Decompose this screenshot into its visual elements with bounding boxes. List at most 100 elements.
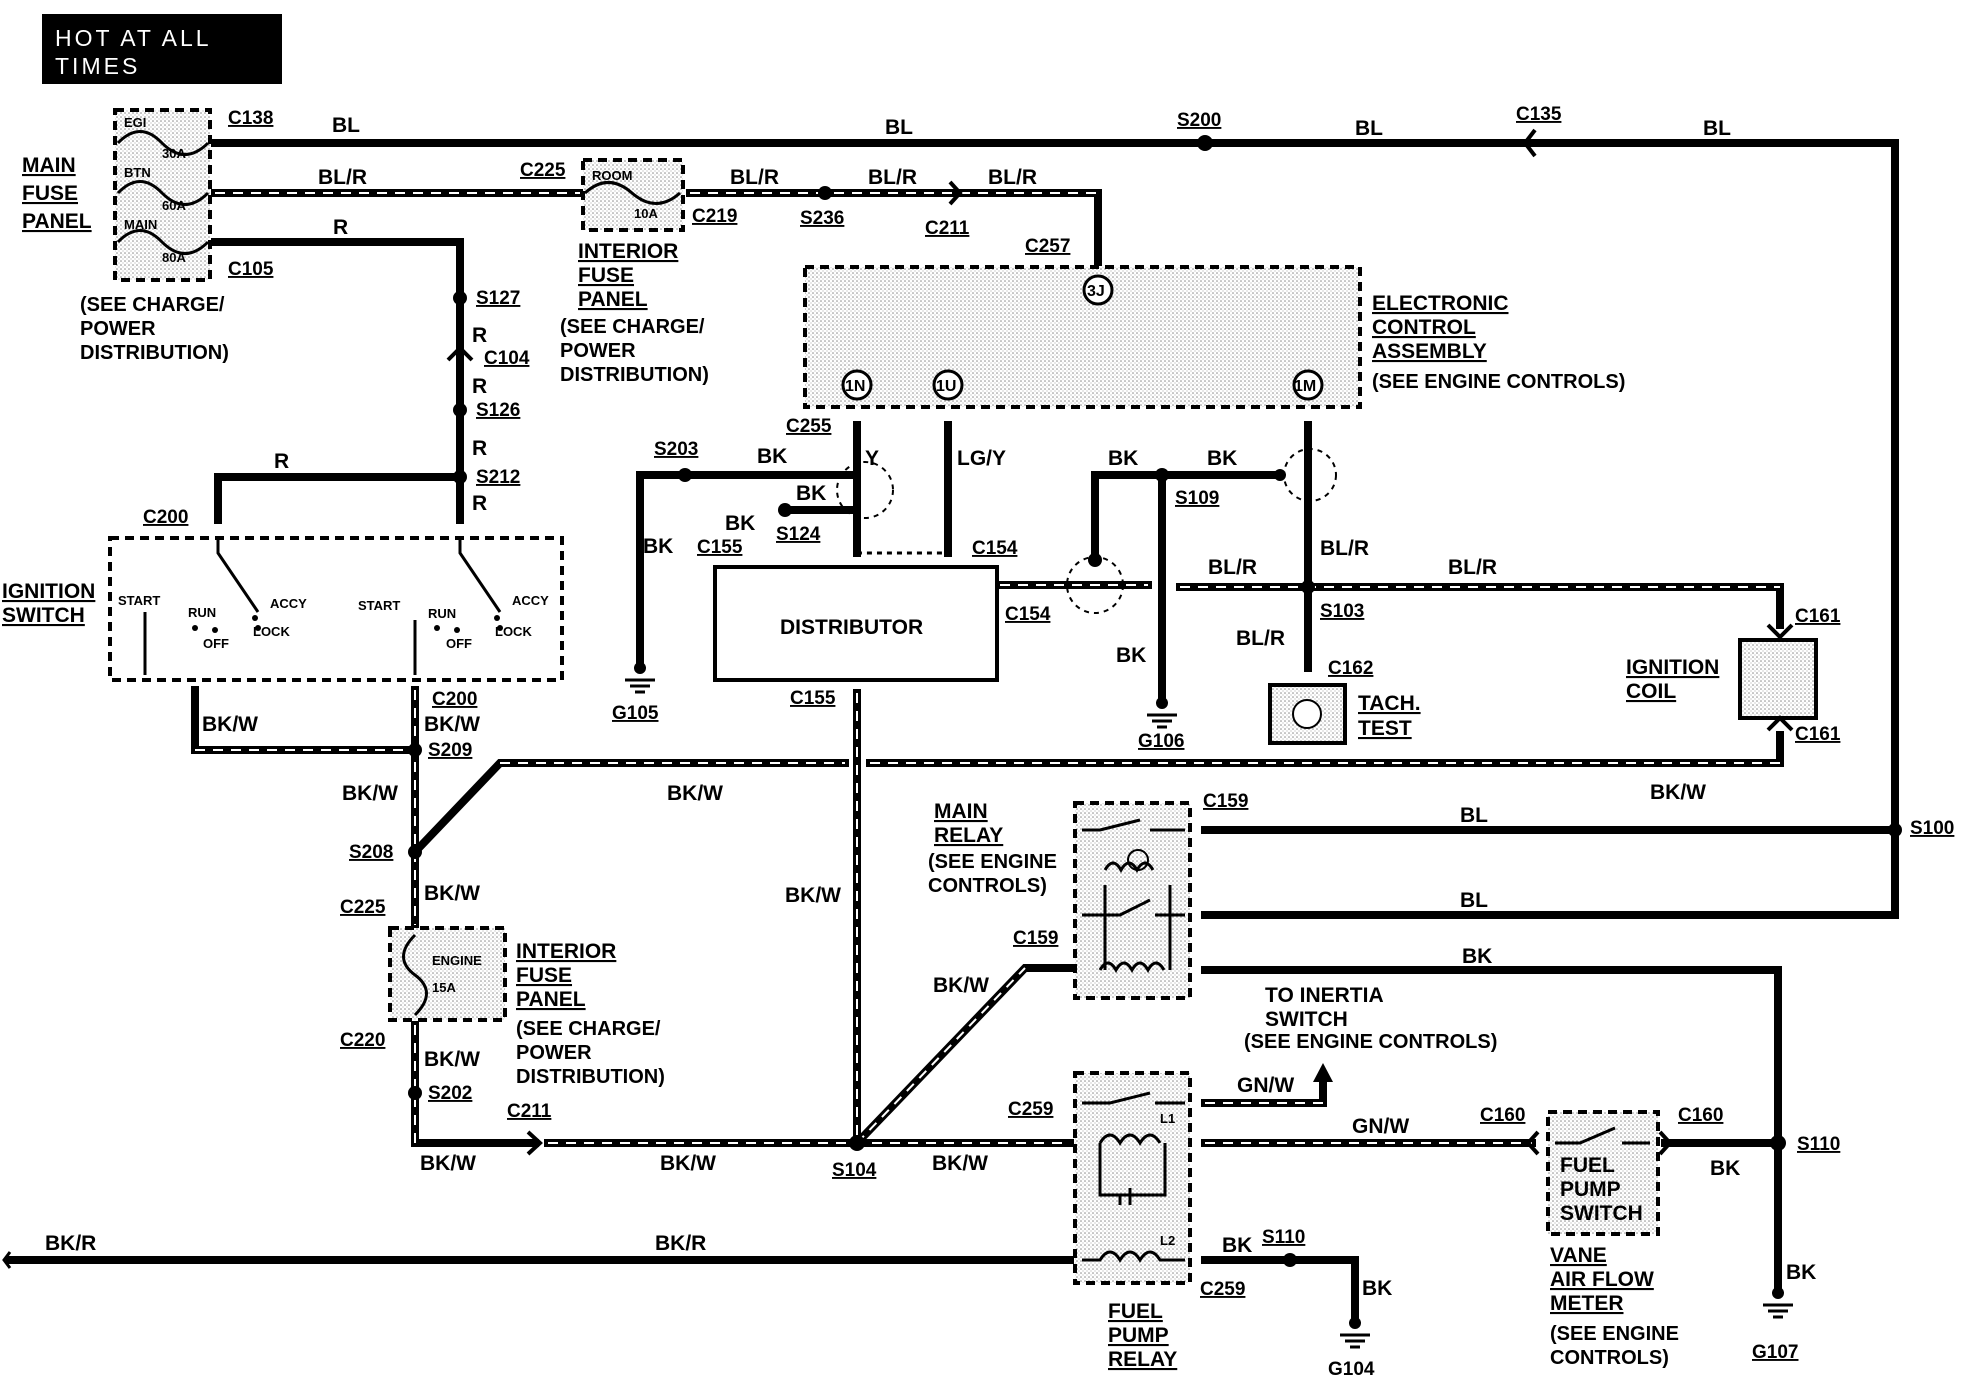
svg-text:(SEE CHARGE/: (SEE CHARGE/ <box>516 1018 661 1040</box>
svg-text:CONTROL: CONTROL <box>1372 316 1476 339</box>
svg-text:C154: C154 <box>972 538 1018 559</box>
fuel-pump-relay-label: FUEL PUMP RELAY <box>1108 1300 1177 1371</box>
svg-text:CONTROLS): CONTROLS) <box>928 875 1047 897</box>
svg-text:MAIN: MAIN <box>22 154 76 177</box>
svg-text:TEST: TEST <box>1358 717 1412 740</box>
svg-text:BK: BK <box>1362 1277 1392 1300</box>
svg-text:BL: BL <box>885 116 913 139</box>
wires <box>6 139 1899 1324</box>
svg-text:G106: G106 <box>1138 731 1184 752</box>
tach-test-label: TACH. TEST <box>1358 692 1421 740</box>
svg-text:(SEE ENGINE: (SEE ENGINE <box>928 851 1057 873</box>
electronic-control-assembly: 3J 1N 1U 1M <box>803 265 1362 409</box>
svg-text:BK: BK <box>1462 945 1492 968</box>
interior-fuse-panel-top: ROOM 10A <box>581 158 685 232</box>
main-fuse-panel: EGI 30A BTN 60A MAIN 80A <box>113 108 212 282</box>
splice-s124 <box>778 503 792 517</box>
svg-text:INTERIOR: INTERIOR <box>578 240 678 263</box>
svg-text:C219: C219 <box>692 206 737 227</box>
svg-text:BL/R: BL/R <box>1208 556 1257 579</box>
eca-pin-3j: 3J <box>1082 274 1114 306</box>
svg-text:C104: C104 <box>484 348 530 369</box>
svg-text:G105: G105 <box>612 703 659 724</box>
svg-text:R: R <box>274 450 289 473</box>
svg-text:RELAY: RELAY <box>1108 1348 1177 1371</box>
svg-text:BL: BL <box>332 114 360 137</box>
svg-text:C259: C259 <box>1200 1279 1245 1300</box>
svg-text:BK/W: BK/W <box>785 884 841 907</box>
svg-text:COIL: COIL <box>1626 680 1676 703</box>
svg-text:PANEL: PANEL <box>22 210 92 233</box>
svg-text:C200: C200 <box>143 507 188 528</box>
svg-text:C161: C161 <box>1795 606 1841 627</box>
ground-g106-icon <box>1147 697 1177 729</box>
svg-text:(SEE CHARGE/: (SEE CHARGE/ <box>560 316 705 338</box>
svg-text:DISTRIBUTION): DISTRIBUTION) <box>80 342 229 364</box>
svg-text:BK: BK <box>757 445 787 468</box>
svg-text:BK/W: BK/W <box>660 1152 716 1175</box>
svg-text:GN/W: GN/W <box>1237 1074 1294 1097</box>
svg-text:ROOM: ROOM <box>592 168 632 183</box>
svg-text:TIMES: TIMES <box>55 53 140 79</box>
svg-text:BL/R: BL/R <box>868 166 917 189</box>
svg-text:TO INERTIA: TO INERTIA <box>1265 984 1384 1007</box>
svg-text:OFF: OFF <box>203 636 229 651</box>
svg-text:S203: S203 <box>654 439 698 460</box>
svg-text:C162: C162 <box>1328 658 1373 679</box>
svg-text:S124: S124 <box>776 524 821 545</box>
interior-fuse-panel-top-label: INTERIOR FUSE PANEL (SEE CHARGE/ POWER D… <box>560 240 709 386</box>
svg-text:BK: BK <box>1710 1157 1740 1180</box>
svg-text:METER: METER <box>1550 1292 1624 1315</box>
svg-text:BK/R: BK/R <box>45 1232 96 1255</box>
splice-s100 <box>1888 823 1902 837</box>
svg-text:BK/R: BK/R <box>655 1232 706 1255</box>
svg-text:PUMP: PUMP <box>1560 1178 1621 1201</box>
hot-at-all-times-banner: HOT AT ALL TIMES <box>42 14 282 84</box>
svg-text:C255: C255 <box>786 416 832 437</box>
svg-text:SWITCH: SWITCH <box>1265 1008 1348 1031</box>
splice-s110-left <box>1283 1253 1297 1267</box>
svg-text:START: START <box>358 598 400 613</box>
svg-text:BK: BK <box>725 512 755 535</box>
svg-text:BL: BL <box>1703 117 1731 140</box>
svg-text:C155: C155 <box>697 537 743 558</box>
svg-text:C257: C257 <box>1025 236 1070 257</box>
svg-text:C160: C160 <box>1480 1105 1525 1126</box>
svg-text:BK/W: BK/W <box>667 782 723 805</box>
svg-text:BK/W: BK/W <box>424 1048 480 1071</box>
svg-text:G104: G104 <box>1328 1359 1375 1376</box>
splice-s110-right <box>1770 1135 1786 1151</box>
svg-text:BTN: BTN <box>124 165 151 180</box>
distributor: DISTRIBUTOR <box>713 565 999 682</box>
ignition-coil <box>1738 638 1818 720</box>
svg-text:POWER: POWER <box>560 340 636 362</box>
svg-text:ENGINE: ENGINE <box>432 953 482 968</box>
svg-text:FUEL: FUEL <box>1560 1154 1615 1177</box>
svg-text:BL/R: BL/R <box>1320 537 1369 560</box>
svg-text:IGNITION: IGNITION <box>1626 656 1719 679</box>
svg-text:30A: 30A <box>162 146 186 161</box>
svg-text:BK: BK <box>796 482 826 505</box>
svg-text:SWITCH: SWITCH <box>2 604 85 627</box>
svg-text:S200: S200 <box>1177 110 1221 131</box>
svg-text:60A: 60A <box>162 198 186 213</box>
eca-label: ELECTRONIC CONTROL ASSEMBLY (SEE ENGINE … <box>1372 292 1625 393</box>
svg-text:C211: C211 <box>925 218 970 239</box>
ignition-switch-label: IGNITION SWITCH <box>2 580 95 627</box>
svg-text:BL: BL <box>1355 117 1383 140</box>
svg-text:BL: BL <box>1460 889 1488 912</box>
svg-text:(SEE CHARGE/: (SEE CHARGE/ <box>80 294 225 316</box>
svg-text:SWITCH: SWITCH <box>1560 1202 1643 1225</box>
splice-s203 <box>678 468 692 482</box>
svg-text:1M: 1M <box>1294 378 1316 395</box>
svg-text:C225: C225 <box>340 897 386 918</box>
svg-text:ASSEMBLY: ASSEMBLY <box>1372 340 1487 363</box>
svg-text:S208: S208 <box>349 842 393 863</box>
main-relay-label: MAIN RELAY (SEE ENGINE CONTROLS) <box>928 800 1057 897</box>
splice-s236 <box>818 186 832 200</box>
fuse-main-icon: MAIN 80A <box>116 217 210 265</box>
svg-text:GN/W: GN/W <box>1352 1115 1409 1138</box>
svg-text:MAIN: MAIN <box>124 217 157 232</box>
svg-text:BL/R: BL/R <box>988 166 1037 189</box>
splice-s208 <box>408 845 422 859</box>
